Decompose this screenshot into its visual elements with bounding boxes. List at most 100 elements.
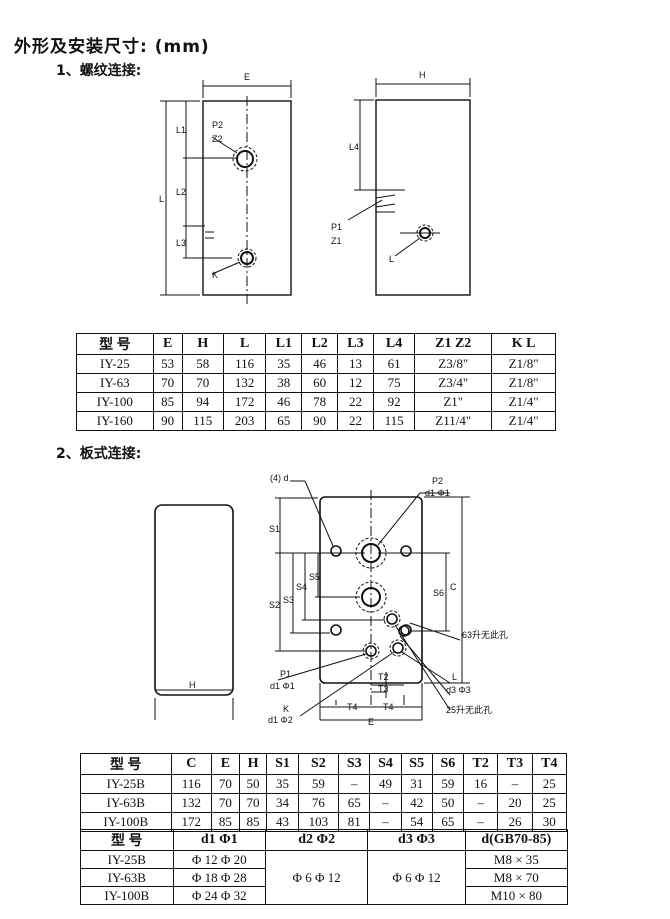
- table-cell: 49: [369, 774, 402, 794]
- table-row: IY-25B Φ 12 Φ 20 Φ 6 Φ 12 Φ 6 Φ 12 M8 × …: [80, 850, 569, 905]
- dim-s2-label: S2: [269, 600, 280, 610]
- dim-c-label: C: [450, 582, 457, 592]
- col-t2: T2: [463, 753, 499, 775]
- dim-t4-left-label: T4: [347, 702, 358, 712]
- table-row: IY-100B Φ 24 Φ 32 M10 × 80: [80, 886, 569, 905]
- dim-t4-right-label: T4: [383, 702, 394, 712]
- dim-s3-label: S3: [283, 595, 294, 605]
- col-s5: S5: [400, 753, 433, 775]
- table-cell: 50: [238, 774, 268, 794]
- table-cell: Φ 6 Φ 12: [265, 850, 369, 905]
- table-cell: Z1/4": [491, 411, 556, 431]
- table-cell: 70: [211, 774, 240, 794]
- port-l-label: L: [452, 672, 457, 682]
- col-s2: S2: [297, 753, 340, 775]
- table-cell: 70: [152, 373, 183, 393]
- table-cell: IY-63: [76, 373, 154, 393]
- table-cell: 59: [431, 774, 465, 794]
- table-cell: IY-63B: [80, 793, 172, 813]
- dim-l4-label: L4: [349, 142, 359, 152]
- table-cell: IY-100B: [80, 886, 174, 905]
- dim-h-label: H: [419, 70, 426, 80]
- table-cell: 81: [338, 812, 371, 832]
- col-c: C: [170, 753, 213, 775]
- note-no-hole-25: 25升无此孔: [446, 704, 492, 715]
- dim-l3-label: L3: [176, 238, 186, 248]
- table-cell: 203: [222, 411, 267, 431]
- dim-l-label: L: [159, 194, 164, 204]
- table-cell: –: [497, 774, 533, 794]
- col-s3: S3: [338, 753, 371, 775]
- col-screw: d(GB70-85): [464, 829, 569, 851]
- table-cell: 172: [170, 812, 213, 832]
- table-cell: –: [369, 793, 402, 813]
- col-h: H: [238, 753, 268, 775]
- dim-l1-label: L1: [176, 125, 186, 135]
- table-cell: 172: [222, 392, 267, 412]
- col-e: E: [211, 753, 240, 775]
- table-cell: IY-25B: [80, 774, 172, 794]
- port-l-label: L: [389, 254, 394, 264]
- table-cell: 46: [265, 392, 303, 412]
- table-cell: 30: [531, 812, 568, 832]
- table-cell: IY-25B: [80, 850, 174, 869]
- page-title: 外形及安装尺寸: (mm): [14, 37, 210, 57]
- hole-d4-label: (4) d: [270, 473, 289, 483]
- table-cell: 25: [531, 774, 568, 794]
- table-cell: Z1/4": [491, 392, 556, 412]
- table-cell: 116: [170, 774, 213, 794]
- dim-h-label: H: [189, 680, 196, 690]
- table-cell: Z1": [414, 392, 493, 412]
- dim-t2-label: T2: [378, 672, 389, 682]
- dim-s4-label: S4: [296, 582, 307, 592]
- port-d1phi2-label: d1 Φ2: [268, 715, 293, 725]
- table-cell: 85: [211, 812, 240, 832]
- dim-t3-label: T3: [378, 684, 389, 694]
- table-cell: 70: [238, 793, 268, 813]
- plate-dimensions-table: 型 号 C E H S1 S2 S3 S4 S5 S6 T2 T3 T4 IY-…: [80, 753, 568, 832]
- table-cell: 16: [463, 774, 499, 794]
- table-cell: 22: [337, 411, 374, 431]
- col-model: 型 号: [80, 753, 172, 775]
- table-cell: 50: [431, 793, 465, 813]
- col-l4: L4: [372, 333, 416, 355]
- table-cell: 13: [337, 354, 374, 374]
- table-cell: 22: [337, 392, 374, 412]
- dim-s1-label: S1: [269, 524, 280, 534]
- section-2-heading: 2、板式连接:: [56, 446, 142, 462]
- col-s4: S4: [369, 753, 402, 775]
- table-cell: 54: [400, 812, 433, 832]
- table-cell: 31: [400, 774, 433, 794]
- table-cell: 76: [297, 793, 340, 813]
- table-cell: 35: [266, 774, 299, 794]
- table-cell: M10 × 80: [464, 886, 569, 905]
- table-cell: 70: [211, 793, 240, 813]
- dim-s5-label: S5: [309, 572, 320, 582]
- table-cell: 115: [372, 411, 416, 431]
- section-1-heading: 1、螺纹连接:: [56, 63, 142, 79]
- port-k-label: K: [283, 704, 289, 714]
- col-model: 型 号: [80, 829, 174, 851]
- table-cell: 34: [266, 793, 299, 813]
- port-size-table: 型 号 d1 Φ1 d2 Φ2 d3 Φ3 d(GB70-85) IY-25B …: [80, 829, 569, 905]
- col-t4: T4: [531, 753, 568, 775]
- col-d2phi2: d2 Φ2: [265, 829, 369, 851]
- table-cell: 20: [497, 793, 533, 813]
- port-k-label: K: [212, 270, 218, 280]
- table-cell: 115: [181, 411, 225, 431]
- note-no-hole-63: 63升无此孔: [462, 629, 508, 640]
- port-d1phi1b-label: d1 Φ1: [270, 681, 295, 691]
- col-z: Z1 Z2: [414, 333, 493, 355]
- table-cell: 25: [531, 793, 568, 813]
- col-s6: S6: [431, 753, 465, 775]
- table-cell: M8 × 70: [464, 868, 569, 887]
- table-cell: –: [463, 793, 499, 813]
- port-p1-label: P1: [280, 669, 291, 679]
- table-cell: 132: [170, 793, 213, 813]
- col-d1phi1: d1 Φ1: [172, 829, 267, 851]
